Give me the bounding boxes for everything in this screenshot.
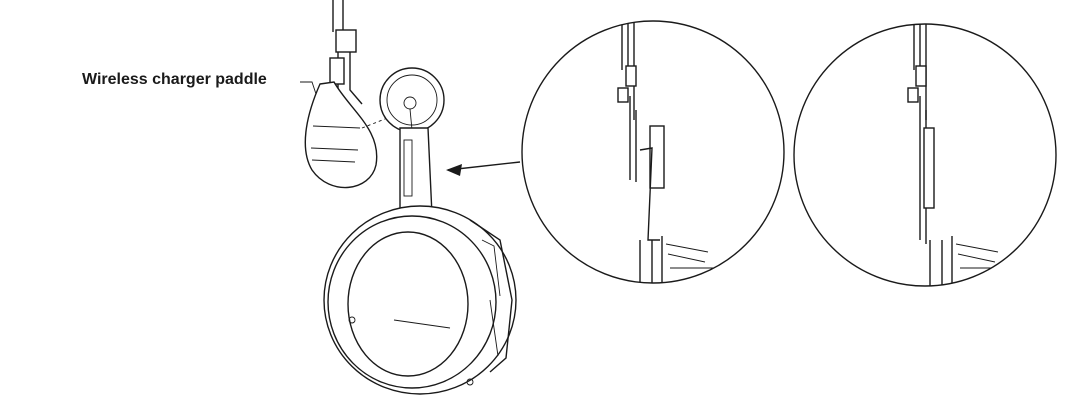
charger-arm: [329, 0, 363, 109]
callout-label-wireless-charger-paddle: Wireless charger paddle: [82, 71, 267, 88]
alignment-dashed-line: [361, 109, 409, 129]
detail-arrow: [446, 161, 521, 176]
detail-circle-2: [793, 23, 1057, 287]
round-base: [323, 205, 517, 395]
detail-circle-1: [521, 20, 785, 284]
wireless-charger-paddle: [304, 81, 378, 189]
